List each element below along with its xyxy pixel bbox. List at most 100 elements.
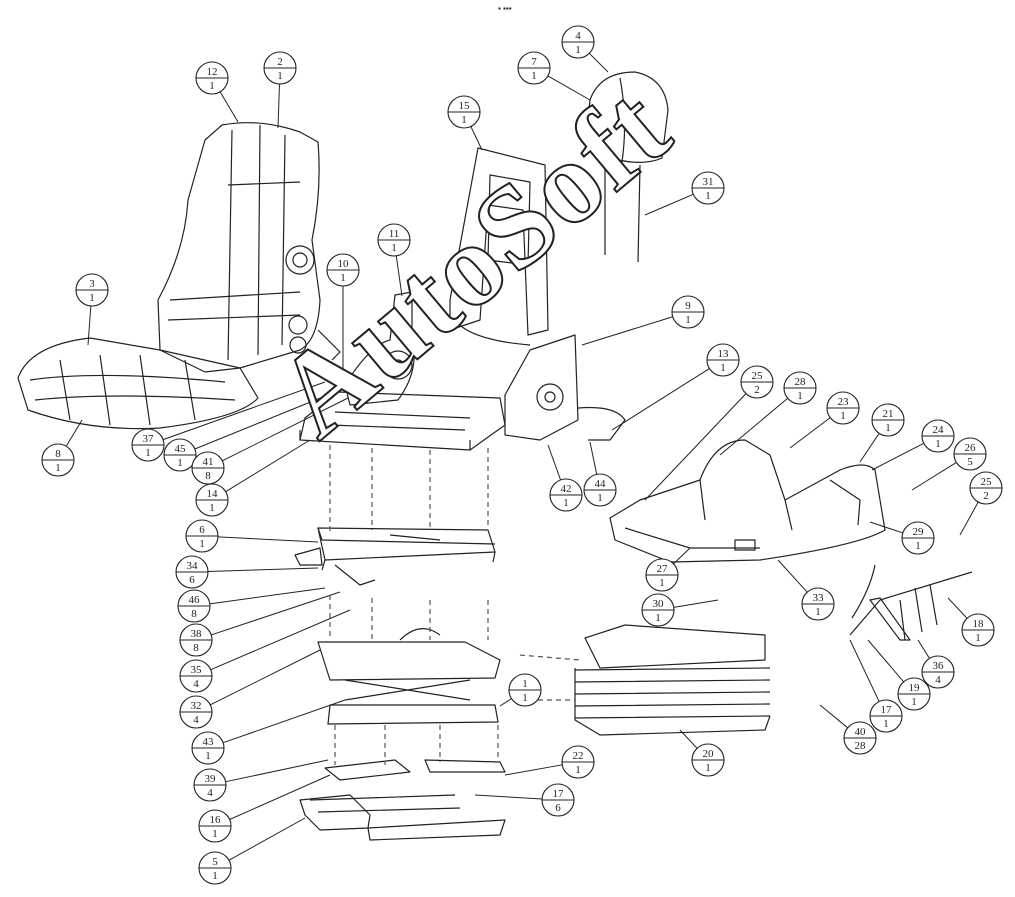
callout-leader — [589, 441, 598, 475]
callout-quantity: 1 — [205, 750, 211, 762]
callout-quantity: 6 — [555, 802, 561, 814]
callout-c-24-1: 241 — [871, 419, 955, 471]
callout-leader — [228, 817, 306, 861]
callout-c-10-1: 101 — [326, 253, 360, 378]
callout-leader — [719, 397, 789, 456]
callout-c-39-4: 394 — [193, 759, 329, 802]
callout-leader — [947, 597, 968, 619]
pan-shell — [609, 439, 886, 563]
callout-leader — [611, 368, 710, 431]
callout-c-37-1: 371 — [131, 381, 326, 462]
callout-quantity: 1 — [597, 492, 603, 504]
callout-leader — [217, 536, 319, 543]
callout-quantity: 1 — [575, 764, 581, 776]
callout-quantity: 1 — [575, 44, 581, 56]
callout-c-35-4: 354 — [179, 609, 351, 693]
upper-frame — [294, 527, 496, 586]
back-frame — [449, 147, 549, 346]
callout-c-14-1: 141 — [195, 439, 311, 517]
callout-leader — [210, 609, 351, 671]
callout-leader — [225, 439, 311, 493]
callout-c-22-1: 221 — [504, 745, 595, 779]
callout-leader — [869, 521, 903, 534]
air-bellows — [574, 624, 771, 736]
callout-number: 23 — [838, 396, 850, 408]
callout-quantity: 8 — [193, 642, 199, 654]
callout-quantity: 1 — [340, 272, 346, 284]
top-mark: ▪ ▪▪▪ — [498, 4, 512, 13]
callout-leader — [581, 316, 673, 346]
callout-quantity: 1 — [531, 70, 537, 82]
callout-quantity: 1 — [915, 540, 921, 552]
callout-c-29-1: 291 — [869, 521, 935, 555]
callout-quantity: 1 — [659, 577, 665, 589]
callout-quantity: 4 — [935, 674, 941, 686]
callout-c-12-1: 121 — [195, 61, 239, 123]
callout-c-16-1: 161 — [198, 774, 331, 843]
headrest — [586, 71, 669, 263]
callout-quantity: 1 — [840, 410, 846, 422]
callout-c-13-1: 131 — [611, 343, 740, 431]
callout-number: 5 — [212, 856, 218, 868]
callout-leader — [210, 649, 321, 706]
callout-number: 16 — [210, 814, 222, 826]
callout-leader — [229, 774, 331, 820]
callout-number: 11 — [389, 228, 400, 240]
callout-c-6-1: 61 — [185, 519, 319, 553]
callout-quantity: 1 — [145, 447, 151, 459]
callout-number: 33 — [813, 592, 825, 604]
callout-c-27-1: 271 — [645, 547, 691, 592]
callout-quantity: 1 — [705, 762, 711, 774]
callout-leader — [162, 381, 326, 441]
seat-cushion — [17, 337, 259, 430]
callout-leader — [474, 794, 543, 800]
callout-leader — [222, 699, 346, 744]
callout-leader — [673, 599, 719, 608]
callout-number: 44 — [595, 478, 607, 490]
recliner-brackets — [317, 291, 626, 441]
callout-number: 41 — [203, 456, 214, 468]
callout-leader — [504, 764, 563, 776]
callout-quantity: 1 — [522, 692, 528, 704]
callout-number: 8 — [55, 448, 61, 460]
callout-number: 43 — [203, 736, 215, 748]
callout-number: 32 — [191, 700, 202, 712]
lever-assembly — [849, 564, 973, 641]
assembly-guides — [329, 445, 581, 765]
callout-number: 39 — [205, 773, 217, 785]
callout-leader — [470, 126, 483, 151]
callout-quantity: 1 — [705, 190, 711, 202]
callout-quantity: 2 — [983, 490, 989, 502]
callout-c-17-6: 176 — [474, 783, 575, 817]
callout-number: 45 — [175, 443, 187, 455]
callout-leader — [871, 442, 925, 471]
callout-leader — [679, 729, 698, 749]
callout-number: 18 — [973, 618, 985, 630]
callout-leader — [547, 444, 562, 481]
callout-quantity: 1 — [212, 870, 218, 882]
callout-number: 28 — [795, 376, 807, 388]
callout-number: 29 — [913, 526, 925, 538]
callout-number: 20 — [703, 748, 715, 760]
callout-number: 27 — [657, 563, 669, 575]
callout-quantity: 1 — [212, 828, 218, 840]
callout-c-32-4: 324 — [179, 649, 321, 729]
callout-number: 2 — [277, 56, 283, 68]
callout-c-43-1: 431 — [191, 699, 346, 765]
callout-number: 12 — [207, 66, 218, 78]
callout-quantity: 2 — [754, 384, 760, 396]
callout-number: 17 — [881, 704, 893, 716]
callout-leader — [644, 193, 694, 216]
callout-c-41-8: 418 — [191, 397, 349, 485]
callout-number: 35 — [191, 664, 203, 676]
callout-leader — [277, 83, 280, 129]
callout-number: 37 — [143, 433, 155, 445]
callout-number: 3 — [89, 278, 95, 290]
callout-quantity: 1 — [55, 462, 61, 474]
seat-back — [157, 122, 321, 373]
callout-number: 42 — [561, 483, 572, 495]
callout-c-1-1: 11 — [499, 673, 542, 707]
callout-number: 17 — [553, 788, 565, 800]
